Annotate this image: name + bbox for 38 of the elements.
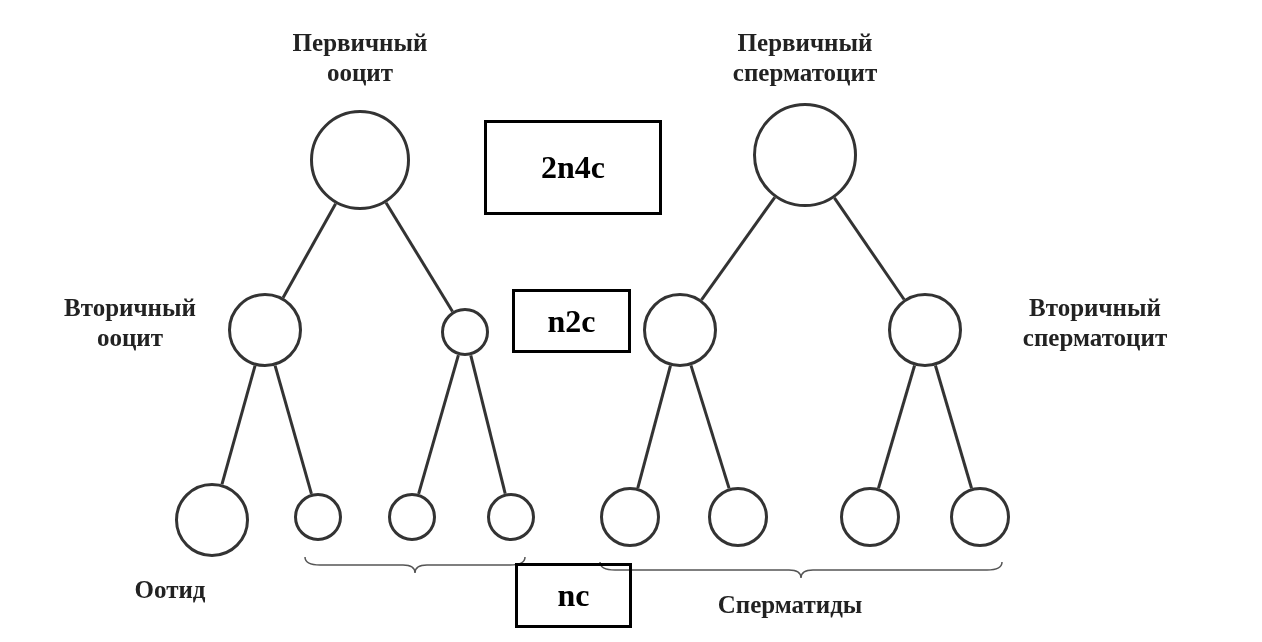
cell-label: Первичный ооцит [291,28,429,88]
ploidy-box [512,289,631,353]
cell-circle [441,308,489,356]
cell-circle [487,493,535,541]
division-line [833,197,906,301]
division-line [417,354,460,495]
ploidy-box [515,563,632,628]
group-label: Сперматиды [716,590,864,620]
division-line [689,364,731,489]
division-line [469,354,507,495]
division-line [281,202,337,299]
cell-circle [310,110,410,210]
division-line [877,365,916,489]
cell-label: Вторичный ооцит [63,293,197,353]
division-line [273,365,313,495]
cell-circle [753,103,857,207]
ploidy-formula: nc [557,577,590,614]
cell-circle [840,487,900,547]
ploidy-formula: n2c [547,302,596,340]
cell-label: Первичный сперматоцит [731,28,879,88]
division-line [934,365,973,489]
cell-circle [600,487,660,547]
ploidy-box [484,120,662,215]
division-line [700,196,776,301]
division-line [636,365,672,489]
cell-circle [294,493,342,541]
division-line [384,201,454,313]
division-line [220,365,257,485]
cell-circle [708,487,768,547]
cell-circle [388,493,436,541]
cell-circle [175,483,249,557]
ploidy-formula: 2n4c [541,149,605,186]
cell-label: Оотид [133,575,207,605]
cell-circle [643,293,717,367]
cell-label: Вторичный сперматоцит [1021,293,1169,353]
cell-circle [888,293,962,367]
cell-circle [228,293,302,367]
cell-circle [950,487,1010,547]
